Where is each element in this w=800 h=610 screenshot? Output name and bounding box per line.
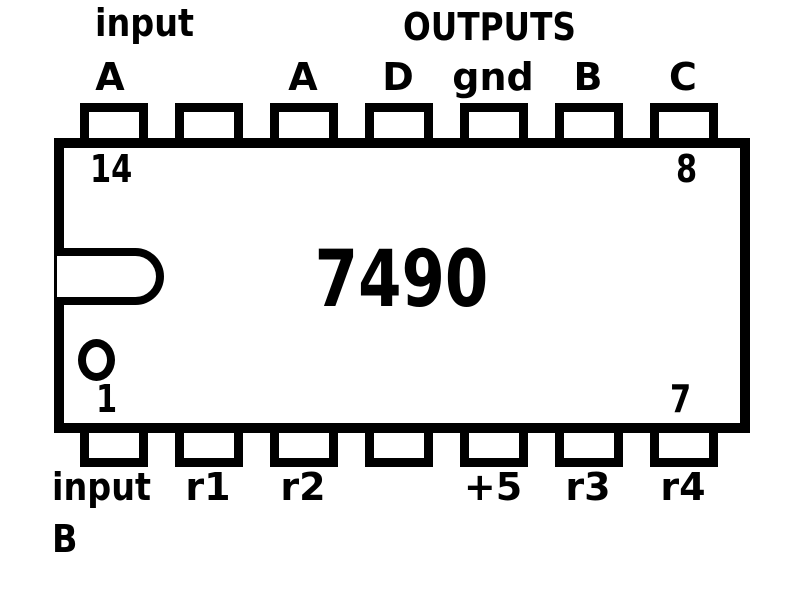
pin-14 xyxy=(80,103,148,144)
pin-11 xyxy=(365,103,433,144)
pin-13 xyxy=(175,103,243,144)
pin-number-1: 1 xyxy=(96,377,118,421)
pin-label-plus5: +5 xyxy=(463,465,523,509)
pin-label-input-a: A xyxy=(95,55,125,99)
pin-label-r1: r1 xyxy=(185,465,231,509)
pin-number-14: 14 xyxy=(90,147,133,191)
pin-9 xyxy=(555,103,623,144)
pin-number-8: 8 xyxy=(676,147,698,191)
pin-12 xyxy=(270,103,338,144)
pin-label-output-b: B xyxy=(573,55,603,99)
chip-body xyxy=(54,138,750,433)
pin-label-output-a: A xyxy=(288,55,318,99)
pin-10 xyxy=(460,103,528,144)
pin-8 xyxy=(650,103,718,144)
pin1-marker-icon xyxy=(78,339,115,381)
input-b-header: input xyxy=(52,465,151,509)
input-b-letter: B xyxy=(52,517,78,561)
pin-label-gnd: gnd xyxy=(452,55,534,99)
outputs-header: OUTPUTS xyxy=(403,5,576,49)
pin-label-r4: r4 xyxy=(660,465,706,509)
pin-label-r3: r3 xyxy=(565,465,611,509)
pin-label-r2: r2 xyxy=(280,465,326,509)
pin-number-7: 7 xyxy=(670,377,692,421)
index-notch-icon xyxy=(57,248,164,305)
input-a-header: input xyxy=(95,1,194,45)
pin-label-output-d: D xyxy=(382,55,414,99)
part-number: 7490 xyxy=(314,235,489,325)
pin-label-output-c: C xyxy=(669,55,697,99)
